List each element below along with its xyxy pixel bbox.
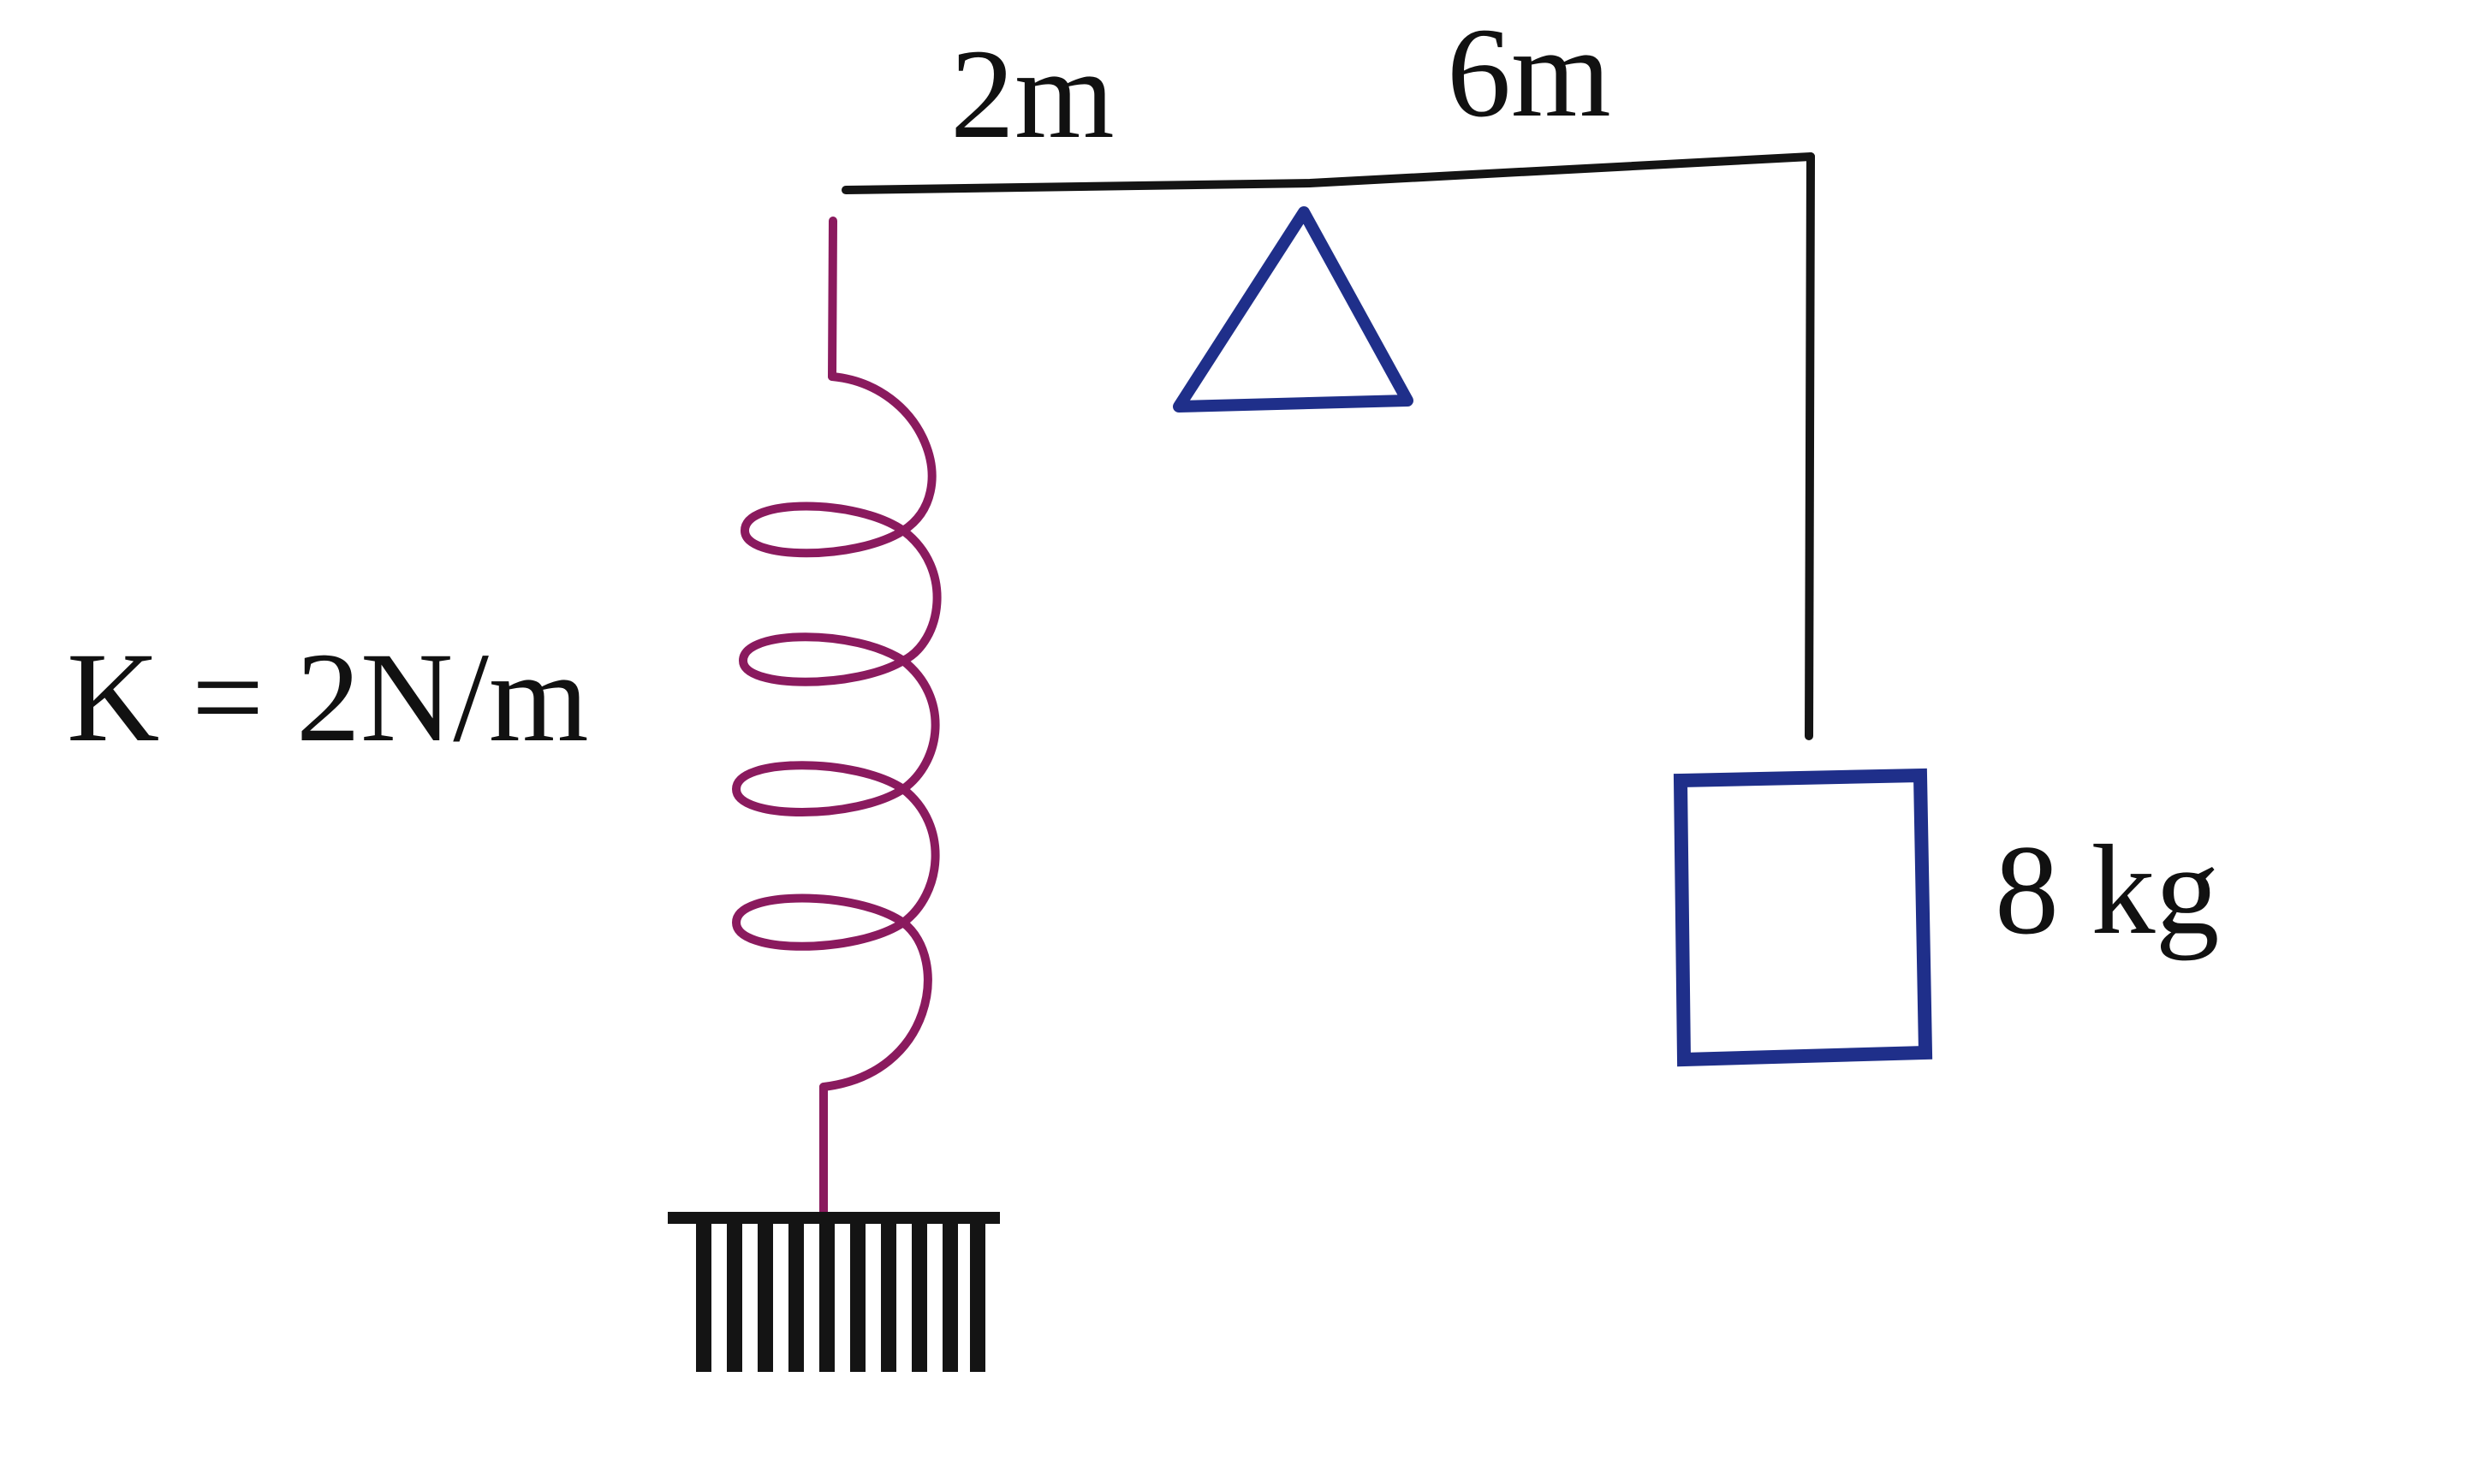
fulcrum-triangle	[1173, 206, 1413, 413]
ground-support	[668, 1212, 1000, 1372]
right-hanger-rod	[1805, 152, 1815, 740]
mass-label: 8 kg	[1995, 819, 2220, 961]
spring-constant-label: K = 2N/m	[67, 626, 589, 769]
right-arm-length-label: 6m	[1447, 2, 1611, 144]
mass-block	[1673, 768, 1933, 1067]
spring	[731, 217, 942, 1218]
lever-beam	[842, 152, 1815, 194]
spring-top-lead	[828, 217, 837, 381]
spring-coil-path	[731, 372, 942, 1091]
left-arm-length-label: 2m	[950, 23, 1115, 165]
